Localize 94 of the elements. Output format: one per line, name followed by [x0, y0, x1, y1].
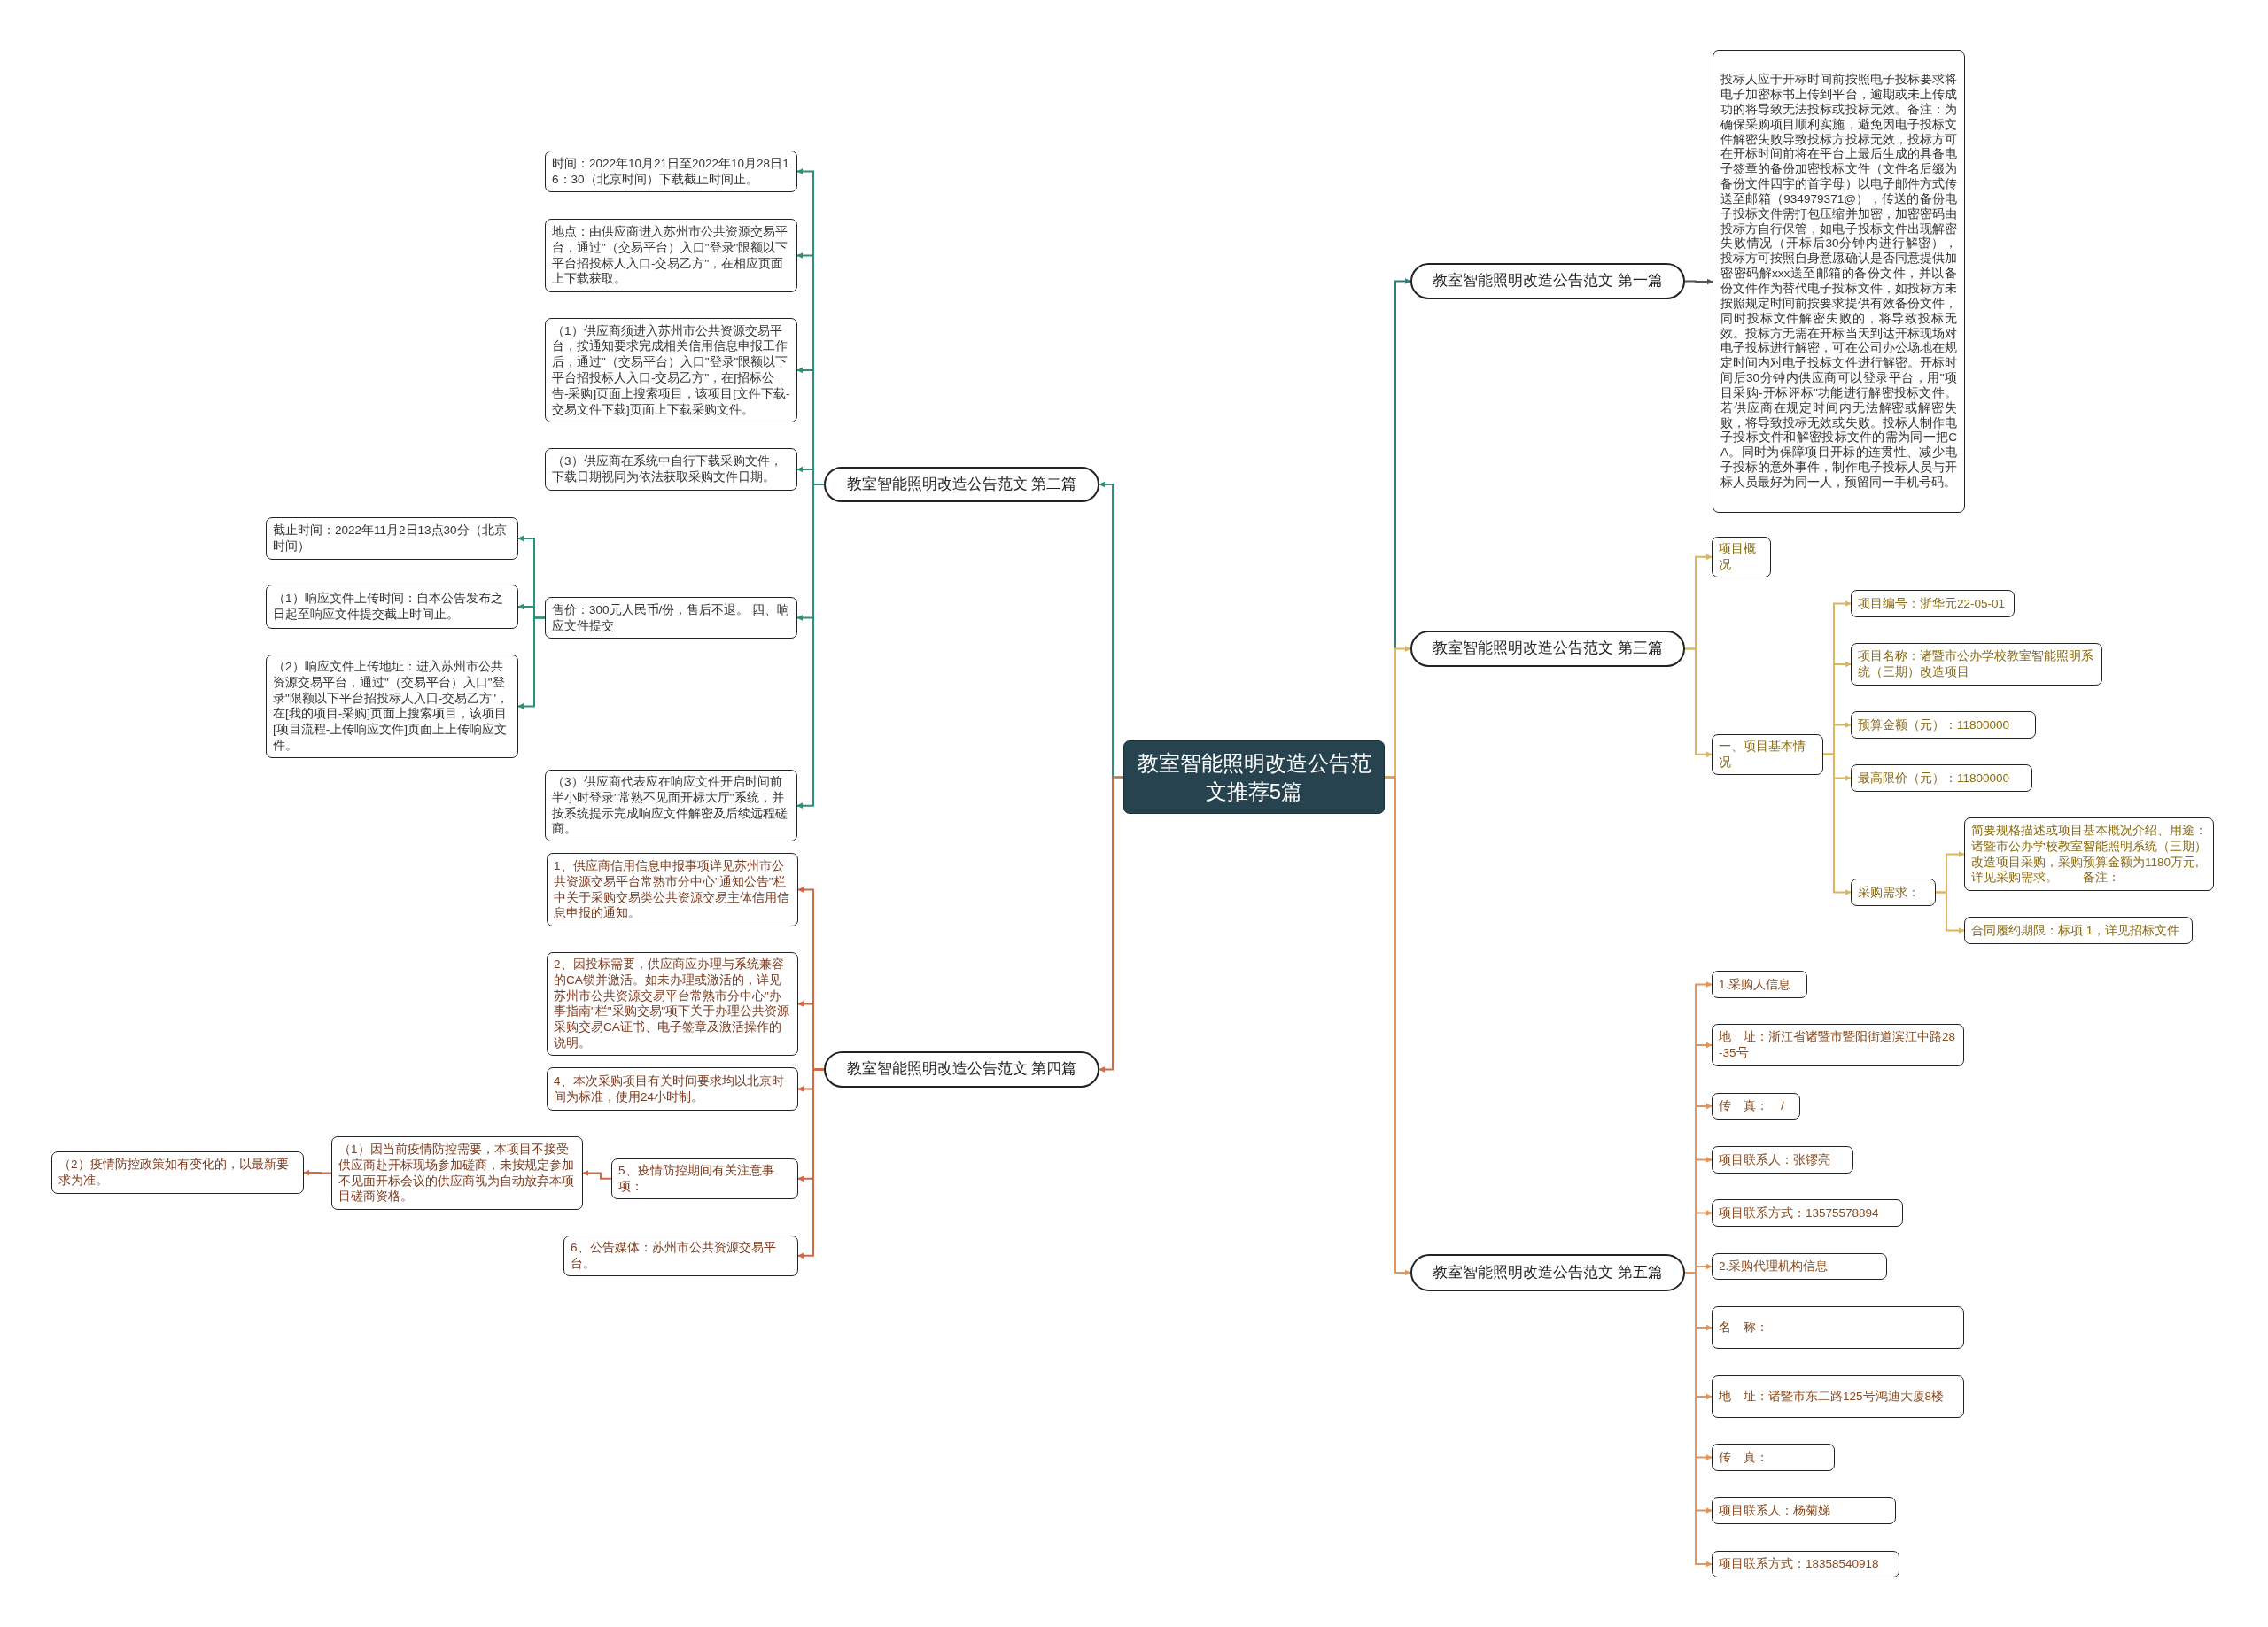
topic-text: 教室智能照明改造公告范文推荐5篇 — [1137, 750, 1371, 805]
topic-box — [563, 1236, 798, 1276]
topic-box — [1851, 764, 2032, 792]
topic-text: 项目联系方式：13575578894 — [1719, 1205, 1880, 1221]
topic-box — [611, 1158, 798, 1199]
topic-text: 传 真： / — [1719, 1098, 1785, 1114]
topic-box — [1712, 1444, 1835, 1471]
topic-text: 采购需求： — [1858, 884, 1921, 901]
topic-text: 售价：300元人民币/份，售后不退。 四、响应文件提交 — [552, 601, 790, 634]
topic-box — [1851, 879, 1936, 906]
topic-text: 传 真： — [1719, 1449, 1769, 1466]
topic-box — [545, 770, 797, 842]
topic-text: （1）供应商须进入苏州市公共资源交易平台，按通知要求完成相关信用信息申报工作后，通过"（交易平台）入口"登录"限额以下平台招投标人入口-交易乙方"，在[招标公告-采购]页面上搜索项目，该项目[文件下载-交易文件下载]页面上下载采购文件。 — [552, 322, 790, 418]
topic-box — [1712, 1093, 1800, 1120]
connector-arrow — [1822, 753, 1852, 895]
topic-box — [51, 1151, 304, 1194]
topic-text: 教室智能照明改造公告范文 第三篇 — [1433, 639, 1663, 659]
topic-text: 教室智能照明改造公告范文 第四篇 — [846, 1059, 1077, 1080]
topic-text: 截止时间：2022年11月2日13点30分（北京时间） — [273, 523, 508, 554]
topic-text: 一、项目基本情况 — [1719, 739, 1806, 771]
connector-arrow — [1684, 1272, 1713, 1568]
topic-box — [1712, 537, 1771, 577]
branch-topic — [1410, 1254, 1685, 1291]
topic-text: 名 称： — [1719, 1320, 1769, 1336]
connector-arrow — [1099, 776, 1124, 1073]
topic-text: 项目联系人：杨菊娣 — [1719, 1502, 1831, 1519]
topic-box — [266, 517, 518, 560]
topic-box — [1712, 1199, 1903, 1227]
topic-box — [1712, 1024, 1964, 1066]
topic-text: 项目概况 — [1719, 541, 1757, 573]
connector-arrow — [303, 1169, 332, 1176]
topic-box — [1851, 590, 2015, 617]
topic-text: 时间：2022年10月21日至2022年10月28日16：30（北京时间）下载截止时间止。 — [552, 155, 790, 188]
topic-box — [545, 151, 797, 192]
branch-topic — [1410, 631, 1685, 667]
topic-text: 项目编号：浙华元22-05-01 — [1858, 595, 2007, 612]
topic-box — [545, 448, 797, 491]
topic-text: 教室智能照明改造公告范文 第五篇 — [1433, 1262, 1663, 1282]
topic-text: 项目联系方式：18358540918 — [1719, 1556, 1880, 1572]
topic-box — [547, 853, 798, 926]
connector-arrow — [1384, 776, 1411, 1276]
topic-box — [1851, 711, 2036, 739]
topic-text: 教室智能照明改造公告范文 第一篇 — [1433, 271, 1663, 291]
topic-box — [1712, 971, 1807, 998]
topic-box — [1712, 1253, 1887, 1280]
topic-box — [1964, 817, 2214, 891]
topic-box — [1712, 734, 1823, 775]
topic-box — [331, 1136, 583, 1210]
topic-text: （2）疫情防控政策如有变化的，以最新要求为准。 — [58, 1157, 290, 1189]
topic-box — [1964, 917, 2193, 944]
connector-arrow — [1684, 647, 1713, 758]
topic-text: 5、疫情防控期间有关注意事项： — [618, 1163, 775, 1195]
connector-arrow — [1684, 278, 1713, 285]
topic-text: 最高限价（元）：11800000 — [1858, 770, 2011, 786]
topic-text: 项目名称：诸暨市公办学校教室智能照明系统（三期）改造项目 — [1858, 648, 2094, 680]
topic-box — [1851, 643, 2102, 686]
branch-topic — [824, 467, 1099, 502]
topic-box — [547, 1067, 798, 1111]
topic-box — [266, 585, 518, 629]
connector-arrow — [582, 1170, 612, 1180]
topic-box — [1712, 1375, 1964, 1418]
topic-box — [1713, 50, 1965, 513]
topic-text: 项目联系人：张镠亮 — [1719, 1151, 1831, 1168]
topic-text: 地 址：浙江省诸暨市暨阳街道滨江中路28-35号 — [1719, 1029, 1957, 1061]
topic-box — [1712, 1146, 1853, 1174]
topic-text: （3）供应商在系统中自行下载采购文件，下载日期视同为依法获取采购文件日期。 — [552, 453, 783, 485]
connector-arrow — [797, 1068, 825, 1259]
central-topic — [1123, 740, 1385, 814]
topic-text: 4、本次采购项目有关时间要求均以北京时间为标准，使用24小时制。 — [554, 1073, 785, 1105]
topic-text: 6、公告媒体：苏州市公共资源交易平台。 — [571, 1240, 777, 1272]
topic-text: 地 址：诸暨市东二路125号鸿迪大厦8楼 — [1719, 1389, 1946, 1405]
topic-text: 预算金额（元）：11800000 — [1858, 717, 2011, 733]
topic-box — [1712, 1306, 1964, 1349]
topic-text: 投标人应于开标时间前按照电子投标要求将电子加密标书上传到平台，逾期或未上传成功的将导致无法投标或投标无效。备注：为确保采购项目顺利实施，避免因电子投标文件解密失败导致投标方投标无效，投标方可在开标时间前将在平台上最后生成的具备电子签章的备份加密投标文件（文件名后缀为备份文件四字的首字母）以电子邮件方式传送至邮箱（934979371@），传送的备份电子投标文件需打包压缩并加密，加密密码由投标方自行保管，如电子投标文件出现解密失败情况（开标后30分钟内进行解密），投标方可按照自身意愿确认是否同意提供加密密码解xxx送至邮箱的备份文件，并以备份文件作为替代电子投标文件，如投标方未按照规定时间前按要求提供有效备份文件，同时投标文件解密失败的，将导致投标无效。投标方无需在开标当天到达开标现场对电子投标进行解密，可在公司办公场地在规定时间内对电子投标文件进行解密。开标时间后30分钟内供应商可以登录平台，用"项目采购-开标评标"功能进行解密投标文件。若供应商在规定时间内无法解密或解密失败，将导致投标无效或失败。投标人制作电子投标文件和解密投标文件的需为同一把CA。同时为保障项目开标的连贯性、减少电子投标的意外事件，制作电子投标人员与开标人员最好为同一人，预留同一手机号码。 — [1720, 73, 1957, 491]
topic-text: 1、供应商信用信息申报事项详见苏州市公共资源交易平台常熟市分中心"通知公告"栏中关于采购交易类公共资源交易主体信用信息申报的通知。 — [554, 857, 790, 922]
branch-topic — [824, 1051, 1099, 1088]
connector-arrow — [1935, 891, 1965, 934]
topic-text: （1）响应文件上传时间：自本公告发布之日起至响应文件提交截止时间止。 — [273, 591, 504, 623]
topic-text: （2）响应文件上传地址：进入苏州市公共资源交易平台，通过"（交易平台）入口"登录"限额以下平台招投标人入口-交易乙方"，在[我的项目-采购]页面上搜索项目，该项目[项目流程-上传响应文件]页面上上传响应文件。 — [273, 659, 510, 754]
topic-text: （3）供应商代表应在响应文件开启时间前半小时登录"常熟不见面开标大厅"系统，并按系统提示完成响应文件解密及后续远程磋商。 — [552, 774, 788, 838]
topic-text: 2、因投标需要，供应商应办理与系统兼容的CA锁并激活。如未办理或激活的，详见苏州市公共资源交易平台常熟市分中心"办事指南"栏"采购交易"项下关于办理公共资源采购交易CA证书、电子签章及激活操作的说明。 — [554, 957, 791, 1051]
topic-text: 2.采购代理机构信息 — [1719, 1259, 1829, 1274]
topic-text: 合同履约期限：标项 1，详见招标文件 — [1971, 922, 2181, 939]
branch-topic — [1410, 263, 1685, 299]
topic-box — [545, 219, 797, 292]
topic-box — [1712, 1497, 1896, 1524]
connector-arrow — [517, 616, 546, 709]
topic-text: 地点：由供应商进入苏州市公共资源交易平台，通过"（交易平台）入口"登录"限额以下平台招投标人入口-交易乙方"，在相应页面上下载获取。 — [552, 223, 789, 288]
topic-text: 教室智能照明改造公告范文 第二篇 — [846, 474, 1077, 494]
topic-box — [1712, 1551, 1899, 1577]
topic-text: 简要规格描述或项目基本概况介绍、用途：诸暨市公办学校教室智能照明系统（三期）改造项目采购，采购预算金额为1180万元,详见采购需求。 备注： — [1971, 822, 2207, 887]
topic-text: （1）因当前疫情防控需要，本项目不接受供应商赴开标现场参加磋商，未按规定参加不见面开标会议的供应商视为自动放弃本项目磋商资格。 — [338, 1141, 575, 1205]
topic-text: 1.采购人信息 — [1719, 976, 1792, 993]
topic-box — [545, 597, 797, 639]
